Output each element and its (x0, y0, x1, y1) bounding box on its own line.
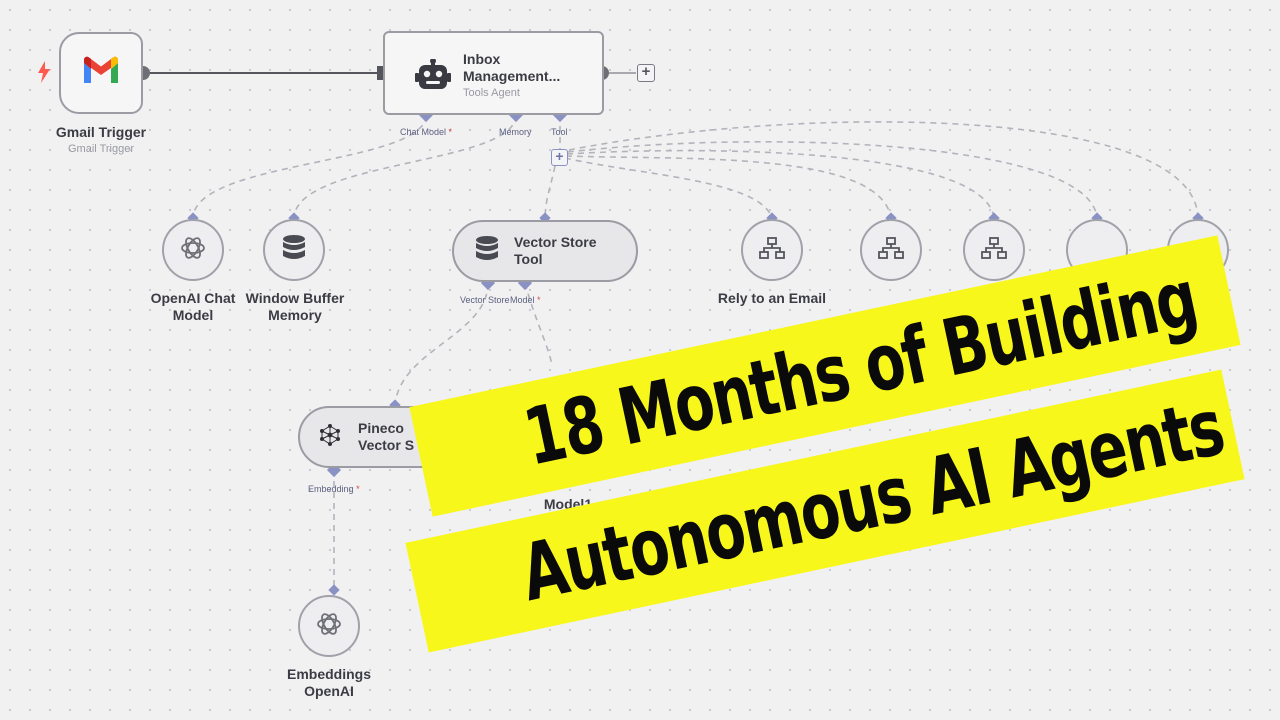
database-icon (281, 234, 307, 267)
gmail-trigger-title: Gmail Trigger (55, 124, 147, 140)
openai-chat-node[interactable] (162, 219, 224, 281)
model-port-label: Model * (510, 295, 541, 305)
window-buffer-node[interactable] (263, 219, 325, 281)
window-buffer-line2: Memory (268, 307, 322, 323)
vector-store-tool-line1: Vector Store (514, 234, 597, 250)
embeddings-line2: OpenAI (304, 683, 354, 699)
vector-store-tool-node[interactable]: Vector Store Tool (452, 220, 638, 282)
pinecone-icon (318, 423, 342, 452)
memory-port-text: Memory (499, 127, 532, 137)
vector-store-port-text: Vector Store (460, 295, 510, 305)
embeddings-openai-node[interactable] (298, 595, 360, 657)
gmail-trigger-node[interactable] (59, 32, 143, 114)
tool-port-text: Tool (551, 127, 568, 137)
window-buffer-label: Window Buffer Memory (236, 290, 354, 324)
openai-icon (178, 233, 208, 268)
embeddings-openai-label: Embeddings OpenAI (272, 666, 386, 700)
reply-email-node[interactable] (741, 219, 803, 281)
tool-node-3[interactable] (963, 219, 1025, 281)
tool-node-2[interactable] (860, 219, 922, 281)
inbox-agent-title-1: Inbox (463, 51, 501, 67)
gmail-trigger-subtitle: Gmail Trigger (67, 143, 135, 155)
embedding-required: * (356, 484, 360, 494)
inbox-agent-subtitle: Tools Agent (463, 87, 520, 99)
chat-model-port-label: Chat Model * (400, 127, 452, 137)
inbox-agent-label: Inbox Management... Tools Agent (463, 51, 603, 102)
database-icon (474, 235, 500, 268)
memory-port-label: Memory (499, 127, 532, 137)
network-icon (759, 236, 785, 264)
vector-store-tool-label: Vector Store Tool (514, 234, 596, 268)
openai-chat-line1: OpenAI Chat (150, 290, 236, 306)
pinecone-line2: Vector S (358, 437, 415, 453)
vector-store-tool-line2: Tool (514, 251, 543, 267)
reply-email-title: Rely to an Email (717, 290, 827, 306)
inbox-agent-title-2: Management... (463, 68, 561, 84)
embedding-port-label: Embedding * (308, 484, 360, 494)
vector-store-port-label: Vector Store (460, 295, 510, 305)
network-icon (878, 236, 904, 264)
window-buffer-line1: Window Buffer (245, 290, 345, 306)
embeddings-line1: Embeddings (286, 666, 371, 682)
chat-model-required: * (448, 127, 453, 137)
openai-icon (314, 609, 344, 644)
dashed-connections (192, 114, 1199, 590)
gmail-icon (81, 56, 121, 91)
reply-email-label: Rely to an Email (702, 290, 842, 307)
chat-model-port-text: Chat Model (400, 127, 447, 137)
gmail-trigger-label: Gmail Trigger Gmail Trigger (40, 124, 162, 158)
openai-chat-line2: Model (172, 307, 214, 323)
network-icon (981, 236, 1007, 264)
add-node-button[interactable]: + (637, 64, 655, 82)
model-port-text: Model (510, 295, 535, 305)
inbox-agent-node[interactable]: Inbox Management... Tools Agent (383, 31, 604, 115)
pinecone-label: Pineco Vector S (358, 420, 414, 454)
model-required: * (537, 295, 541, 305)
tool-port-label: Tool (551, 127, 568, 137)
agent-input-port[interactable] (377, 66, 386, 80)
bolt-icon (36, 60, 52, 89)
robot-icon (415, 58, 451, 96)
openai-chat-label: OpenAI Chat Model (133, 290, 253, 324)
embedding-port-text: Embedding (308, 484, 354, 494)
pinecone-line1: Pineco (358, 420, 404, 436)
add-tool-button[interactable]: + (551, 149, 568, 166)
